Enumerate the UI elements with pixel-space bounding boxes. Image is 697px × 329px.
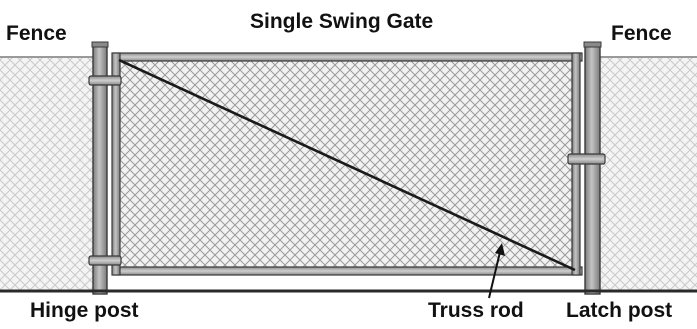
truss-rod	[118, 58, 576, 272]
latch-post	[583, 41, 602, 295]
gate-bottom-rail	[113, 266, 583, 276]
fence-left-label: Fence	[6, 22, 67, 45]
lower-hinge	[88, 255, 122, 266]
gate-hinge-side-upright	[111, 52, 121, 276]
latch-post-label: Latch post	[566, 299, 673, 322]
fence-left-section	[0, 56, 94, 290]
hinge-post-label: Hinge post	[30, 299, 139, 322]
fence-right-section	[600, 56, 697, 290]
latch	[567, 153, 606, 165]
truss-rod-pointer-arrow	[488, 243, 505, 299]
gate-top-rail	[113, 52, 583, 62]
fence-right-label: Fence	[611, 22, 672, 45]
upper-hinge	[88, 75, 122, 86]
diagram-title: Single Swing Gate	[250, 10, 434, 33]
truss-rod-label: Truss rod	[428, 299, 524, 322]
hinge-post	[91, 41, 109, 295]
